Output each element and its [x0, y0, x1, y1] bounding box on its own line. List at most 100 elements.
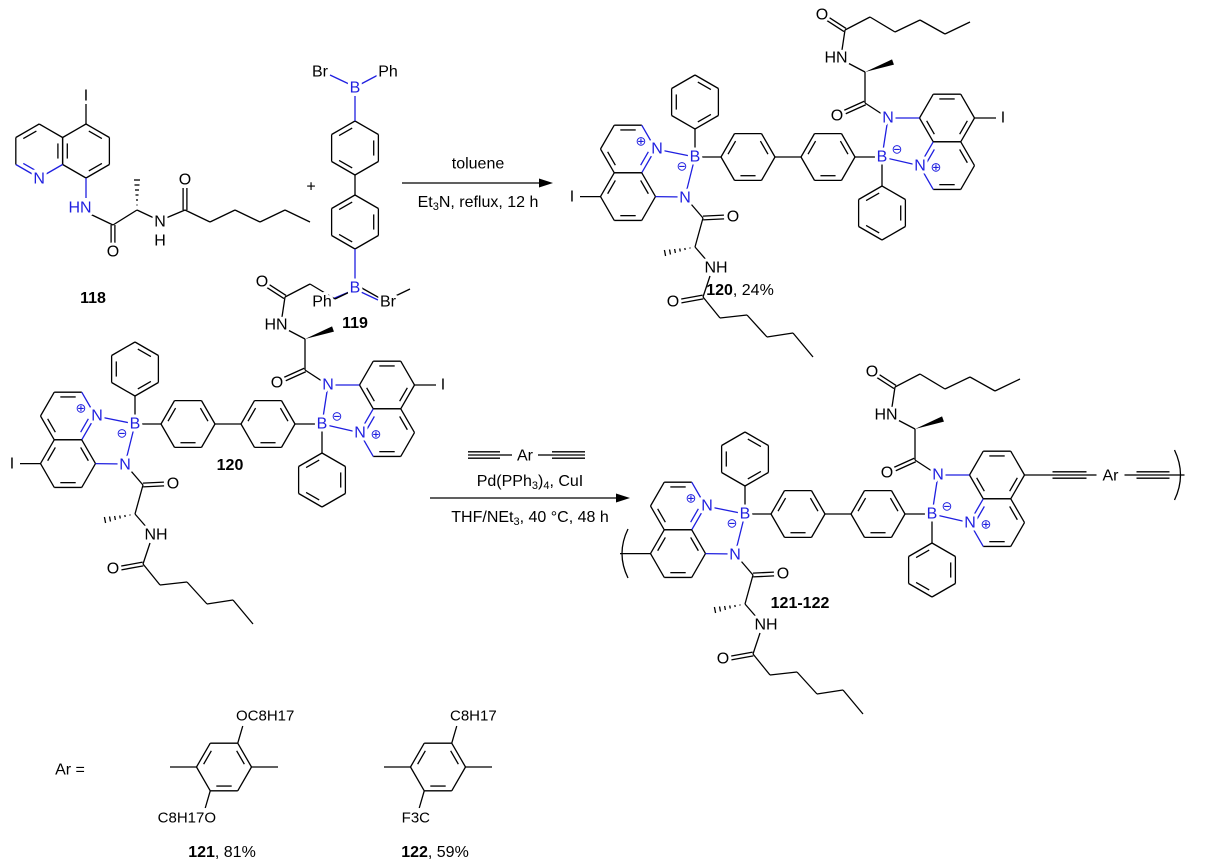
subscript: 3 — [513, 516, 519, 528]
bond — [684, 156, 696, 198]
ring-inner-bond — [338, 201, 353, 211]
quinolinium-ring — [599, 124, 657, 174]
bond — [234, 209, 261, 223]
bond — [931, 474, 939, 515]
ring-bond — [649, 505, 665, 531]
hashed-bond — [713, 606, 717, 614]
ring-inner-bond — [305, 491, 320, 501]
ring-bond — [38, 163, 63, 179]
hashed-bond — [668, 249, 672, 255]
double-bond — [120, 561, 143, 567]
ring-bond — [858, 185, 883, 201]
bond — [919, 19, 946, 35]
ring-inner-bond — [640, 151, 649, 166]
bond — [931, 513, 970, 524]
biphenyl-ring-1 — [720, 132, 776, 182]
ring-inner-bond — [926, 120, 935, 135]
double-bond — [703, 218, 725, 221]
double-bond — [285, 371, 307, 382]
hashed-bond — [108, 516, 112, 522]
oxygen-label: O — [831, 108, 843, 125]
ring-bond — [721, 431, 746, 447]
double-bond — [266, 287, 285, 300]
bond — [881, 117, 889, 158]
ring-inner-bond — [22, 130, 37, 140]
double-bond — [681, 298, 704, 304]
bond — [134, 484, 144, 515]
compound-number: 122 — [401, 844, 428, 861]
phenylene-ring-2 — [330, 194, 380, 250]
ring-bond — [641, 196, 657, 221]
phenyl-ring — [857, 185, 907, 241]
bond — [769, 671, 798, 676]
ring-inner-bond — [47, 447, 56, 462]
ring-bond — [810, 490, 826, 515]
hashed-bond — [113, 515, 117, 521]
oxygen-label: O — [179, 172, 191, 189]
bond — [232, 599, 254, 625]
substituent-bottom-label: F3C — [402, 810, 431, 827]
ring-bond — [881, 225, 906, 241]
bond — [752, 653, 771, 676]
bond — [321, 384, 329, 425]
substituent-bottom-label: C8H17O — [158, 810, 216, 827]
hashed-bond — [679, 248, 681, 252]
biphenyl-ring-1 — [160, 399, 216, 449]
boron-label: B — [350, 280, 361, 297]
ring-bond — [744, 431, 769, 447]
amide-n-label: N — [729, 547, 741, 564]
conditions-label: THF/NEt3, 40 °C, 48 h — [451, 509, 608, 529]
compound-label-polymer: 121-122 — [771, 595, 830, 612]
ring-inner-bond — [959, 120, 968, 135]
double-bond — [142, 481, 164, 484]
compound-label-120: 120, 24% — [706, 282, 774, 299]
ring-bond — [354, 234, 379, 250]
bond — [384, 288, 411, 302]
bond — [206, 599, 234, 605]
ring-bond — [721, 471, 746, 487]
amide-n-label: N — [679, 190, 691, 207]
ring-bond — [354, 194, 379, 210]
ar-label: Ar — [517, 448, 534, 465]
ring-inner-bond — [399, 416, 408, 431]
quinolinium-n-label: N — [914, 158, 926, 175]
quinolinium-n-label: N — [651, 141, 663, 158]
double-bond — [121, 565, 144, 571]
bond — [881, 156, 920, 167]
yield-value: 24% — [742, 282, 774, 299]
bond — [284, 283, 311, 298]
bond — [895, 418, 916, 430]
oxygen-label: O — [167, 476, 179, 493]
bond — [451, 725, 458, 744]
ring-bond — [111, 381, 136, 397]
ring-bond — [1010, 498, 1026, 523]
ring-bond — [62, 123, 87, 139]
ring-inner-bond — [747, 438, 762, 448]
hashed-bond — [673, 248, 677, 254]
bond — [142, 542, 151, 565]
ring-inner-bond — [399, 387, 408, 402]
bond — [259, 209, 286, 223]
repeat-bracket-right — [1173, 449, 1182, 501]
ring-bond — [908, 542, 933, 558]
ring-bond — [960, 165, 976, 190]
ring-bond — [840, 133, 856, 158]
hashed-bond — [119, 515, 121, 519]
double-bond — [730, 651, 753, 657]
ring-inner-bond — [915, 549, 930, 559]
ring-bond — [671, 74, 696, 90]
bond — [702, 296, 721, 319]
phenyl-ring — [720, 431, 770, 487]
biphenyl-ring-2 — [850, 489, 906, 539]
bond — [359, 286, 386, 302]
ring-bond — [649, 481, 665, 507]
ring-bond — [358, 408, 374, 433]
phenyl-ring — [297, 452, 347, 508]
bond — [919, 373, 946, 390]
bond — [165, 209, 186, 219]
ring-inner-bond — [47, 418, 56, 433]
bond — [719, 314, 748, 319]
ring-inner-bond — [305, 459, 320, 469]
bond — [752, 632, 761, 655]
text-run: , 40 °C, 48 h — [520, 509, 609, 526]
